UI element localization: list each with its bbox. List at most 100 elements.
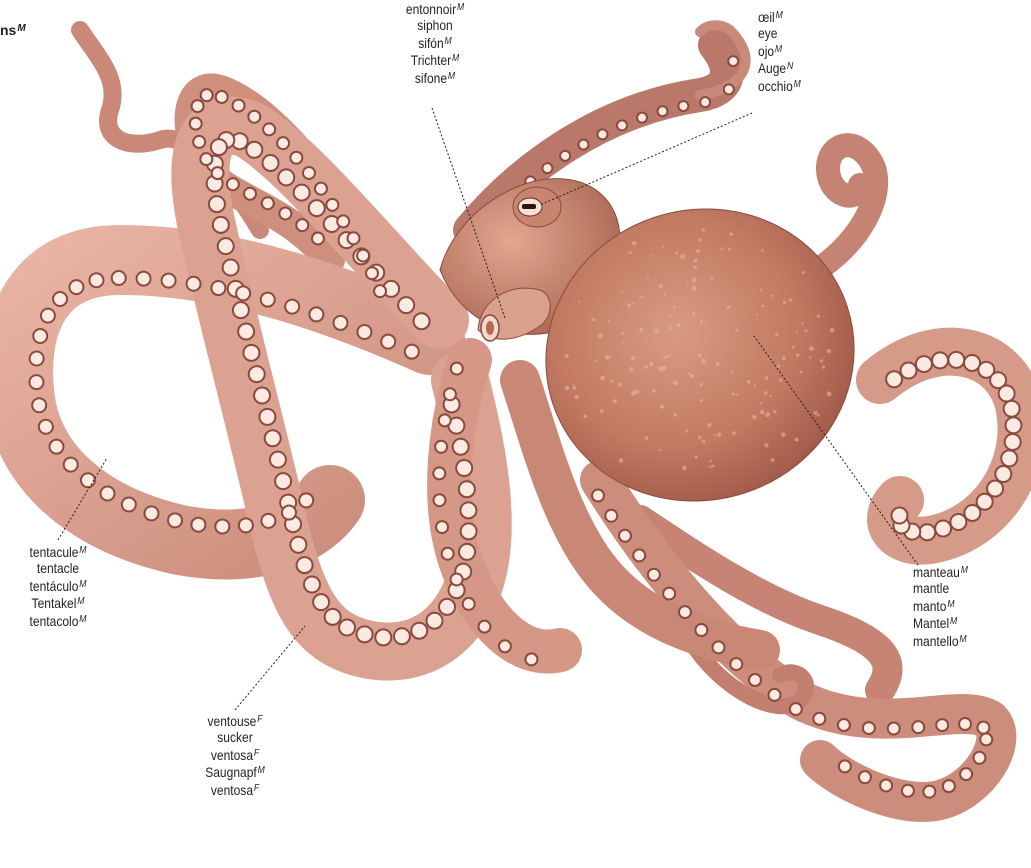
mantle-speck: [659, 449, 661, 451]
sucker-mark: [935, 521, 951, 537]
label-line: TentakelM: [15, 594, 101, 611]
sucker-mark: [304, 576, 320, 592]
mantle-speck: [682, 466, 687, 471]
sucker-mark: [973, 752, 985, 764]
mantle-speck: [692, 277, 697, 282]
label-line: sucker: [196, 729, 273, 745]
mantle-speck: [817, 315, 820, 318]
sucker-mark: [201, 89, 213, 101]
mantle-speck: [696, 249, 700, 253]
sucker-mark: [285, 300, 299, 314]
sucker-mark: [192, 100, 204, 112]
sucker-mark: [728, 56, 738, 66]
mantle-speck: [631, 391, 636, 396]
mantle-speck: [693, 265, 697, 269]
mantle-speck: [822, 365, 825, 368]
sucker-mark: [960, 768, 972, 780]
sucker-mark: [339, 620, 355, 636]
label-line: mantoM: [913, 597, 999, 614]
sucker-mark: [839, 760, 851, 772]
sucker-mark: [374, 285, 386, 297]
mantle-speck: [632, 302, 634, 304]
sucker-mark: [592, 490, 604, 502]
sucker-mark: [414, 313, 430, 329]
sucker-mark: [290, 537, 306, 553]
term-text: Saugnapf: [205, 764, 257, 780]
sucker-mark: [236, 286, 250, 300]
label-line: MantelM: [913, 614, 999, 631]
mantle-speck: [688, 373, 690, 375]
sucker-mark: [101, 486, 115, 500]
mantle-speck: [622, 341, 624, 343]
sucker-mark: [69, 280, 83, 294]
mantle-speck: [619, 458, 624, 463]
gender-marker: M: [794, 79, 801, 90]
sucker-mark: [813, 713, 825, 725]
sucker-mark: [259, 409, 275, 425]
sucker-mark: [89, 273, 103, 287]
term-text: mantello: [913, 633, 959, 649]
sucker-mark: [191, 518, 205, 532]
mantle-speck: [676, 252, 679, 255]
label-line: manteauM: [913, 563, 999, 580]
sucker-mark: [838, 719, 850, 731]
sucker-mark: [313, 594, 329, 610]
label-line: siphon: [396, 17, 473, 33]
mantle-speck: [760, 289, 762, 291]
sucker-mark: [456, 460, 472, 476]
sucker-mark: [943, 780, 955, 792]
mantle-speck: [760, 410, 765, 415]
label-line: sifónM: [396, 34, 473, 51]
sucker-mark: [290, 152, 302, 164]
mantle-speck: [817, 414, 820, 417]
mantle-speck: [565, 354, 569, 358]
sucker-mark: [433, 467, 445, 479]
mantle-speck: [695, 455, 698, 458]
term-text: tentáculo: [30, 578, 79, 594]
sucker-mark: [461, 523, 477, 539]
sucker-mark: [459, 544, 475, 560]
sucker-mark: [923, 786, 935, 798]
sucker-mark: [211, 139, 227, 155]
term-text: siphon: [417, 17, 452, 33]
sucker-mark: [297, 557, 313, 573]
mantle-speck: [700, 399, 703, 402]
term-text: ventosa: [211, 782, 253, 798]
sucker-mark: [282, 506, 296, 520]
mantle-speck: [764, 443, 768, 447]
mantle-speck: [789, 298, 792, 301]
sucker-mark: [112, 271, 126, 285]
label-line: eye: [758, 25, 827, 41]
sucker-mark: [49, 440, 63, 454]
sucker-mark: [977, 722, 989, 734]
label-line: ventosaF: [196, 781, 273, 798]
mantle-speck: [618, 383, 622, 387]
mantle-speck: [764, 391, 767, 394]
sucker-mark: [279, 207, 291, 219]
mantle-speck: [598, 333, 603, 338]
mantle-speck: [756, 313, 758, 315]
mantle-speck: [694, 259, 698, 263]
sucker-mark: [451, 573, 463, 585]
term-text: œil: [758, 9, 775, 25]
mantle-speck: [700, 320, 703, 323]
mantle-speck: [573, 384, 575, 386]
gender-marker: M: [457, 2, 464, 13]
sucker-mark: [357, 626, 373, 642]
sucker-mark: [453, 439, 469, 455]
sucker-mark: [294, 185, 310, 201]
gender-marker: N: [787, 61, 793, 72]
mantle-speck: [702, 440, 706, 444]
mantle-speck: [826, 391, 831, 396]
mantle-speck: [802, 271, 805, 274]
sucker-mark: [312, 232, 324, 244]
mantle-speck: [711, 465, 714, 468]
mantle-speck: [680, 254, 685, 259]
sucker-mark: [749, 674, 761, 686]
label-line: occhioM: [758, 77, 827, 94]
label-line: tentacoloM: [15, 612, 101, 629]
mantle-speck: [677, 323, 681, 327]
mantle-speck: [662, 366, 667, 371]
